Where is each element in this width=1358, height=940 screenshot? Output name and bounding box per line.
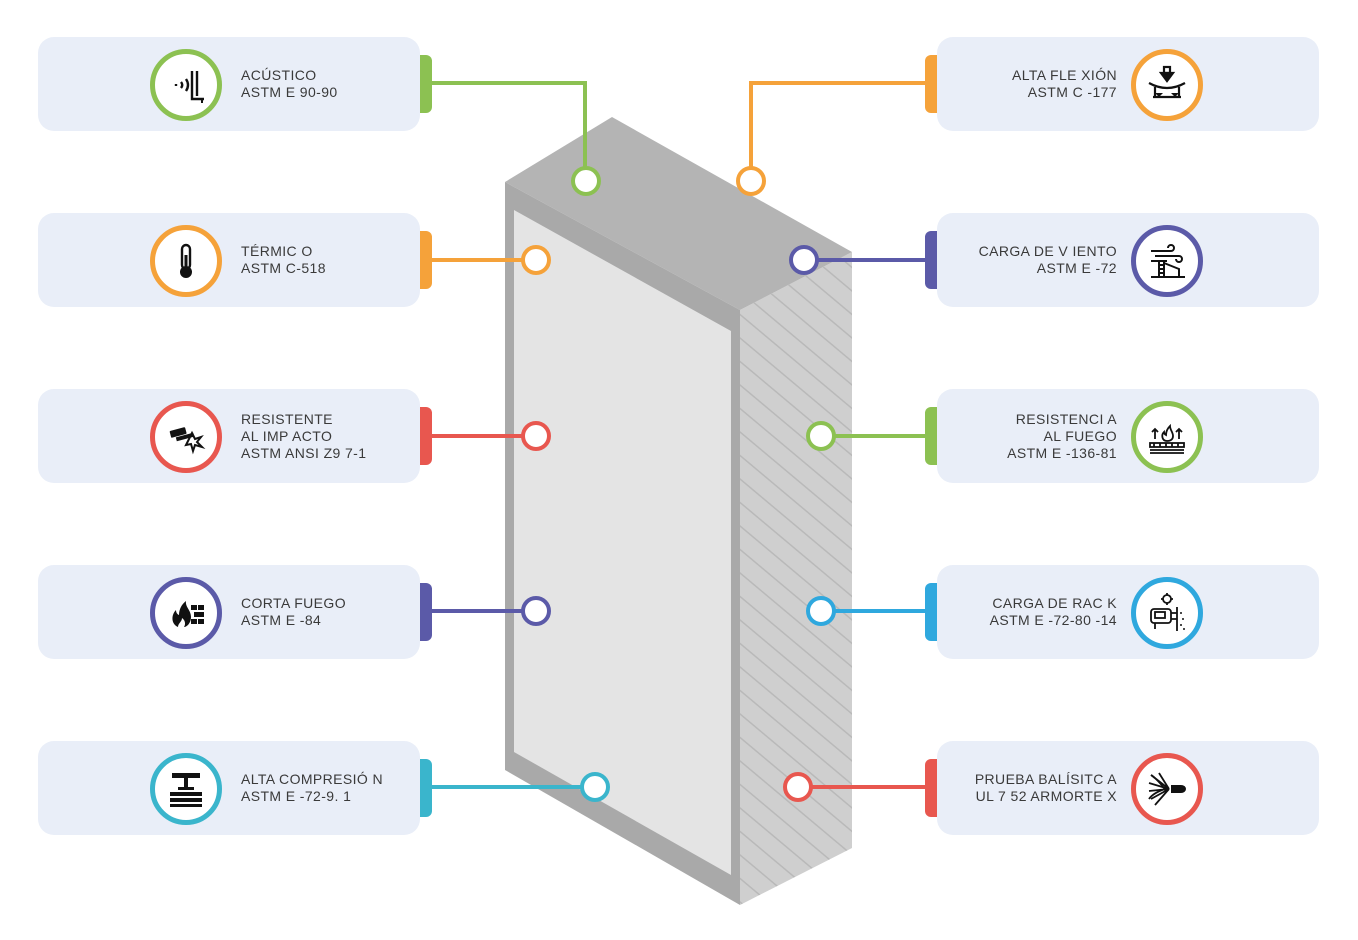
connector-rack: [806, 596, 925, 626]
card-label: TÉRMIC O ASTM C-518: [241, 213, 326, 307]
label-line: AL IMP ACTO: [241, 427, 333, 444]
label-line: RESISTENTE: [241, 410, 333, 427]
connector-cortafuego: [432, 596, 551, 626]
card-impacto: RESISTENTE AL IMP ACTO ASTM ANSI Z9 7-1: [38, 389, 432, 483]
label-line: ASTM E -136-81: [1007, 444, 1117, 461]
card-balistica: PRUEBA BALÍSITC A UL 7 52 ARMORTE X: [925, 741, 1319, 835]
label-line: CARGA DE RAC K: [992, 595, 1117, 611]
card-tab: [925, 231, 937, 289]
label-line: ASTM C-518: [241, 260, 326, 276]
connector-compresion: [432, 772, 610, 802]
card-label: ACÚSTICO ASTM E 90-90: [241, 37, 338, 131]
label-line: ALTA FLE XIÓN: [1011, 67, 1117, 83]
card-cortafuego: CORTA FUEGO ASTM E -84: [38, 565, 432, 659]
label-line: ASTM E -72: [1036, 260, 1117, 276]
card-tab: [420, 231, 432, 289]
fire-resistance-icon: [1131, 401, 1203, 473]
thermometer-icon: [150, 225, 222, 297]
card-label: CORTA FUEGO ASTM E -84: [241, 565, 346, 659]
label-line: RESISTENCI A: [1015, 410, 1117, 427]
connector-balistica: [783, 772, 925, 802]
card-acustico: ACÚSTICO ASTM E 90-90: [38, 37, 432, 131]
acoustic-icon: [150, 49, 222, 121]
card-label: CARGA DE V IENTO ASTM E -72: [979, 213, 1117, 307]
card-tab: [925, 759, 937, 817]
label-line: AL FUEGO: [1043, 427, 1117, 444]
label-line: ASTM E -84: [241, 612, 322, 628]
wind-icon: [1131, 225, 1203, 297]
rack-test-icon: [1131, 577, 1203, 649]
connector-viento: [789, 245, 925, 275]
card-fuego: RESISTENCI A AL FUEGO ASTM E -136-81: [925, 389, 1319, 483]
label-line: UL 7 52 ARMORTE X: [975, 788, 1117, 804]
connector-impacto: [432, 421, 551, 451]
card-rack: CARGA DE RAC K ASTM E -72-80 -14: [925, 565, 1319, 659]
panel-front-inner: [514, 210, 731, 875]
label-line: PRUEBA BALÍSITC A: [974, 771, 1117, 787]
panel-side-face: [740, 252, 852, 905]
fire-wall-icon: [150, 577, 222, 649]
panel-top-face: [505, 117, 852, 310]
ballistic-icon: [1131, 753, 1203, 825]
label-line: ASTM ANSI Z9 7-1: [241, 444, 367, 461]
connector-acustico: [432, 81, 601, 196]
card-compresion: ALTA COMPRESIÓ N ASTM E -72-9. 1: [38, 741, 432, 835]
hammer-impact-icon: [150, 401, 222, 473]
card-tab: [925, 583, 937, 641]
label-line: ACÚSTICO: [241, 67, 317, 83]
label-line: TÉRMIC O: [241, 243, 313, 259]
connector-fuego: [806, 421, 925, 451]
label-line: ASTM E 90-90: [241, 84, 338, 100]
label-line: ALTA COMPRESIÓ N: [241, 771, 384, 787]
card-label: PRUEBA BALÍSITC A UL 7 52 ARMORTE X: [975, 741, 1117, 835]
card-tab: [420, 759, 432, 817]
label-line: ASTM C -177: [1027, 84, 1117, 100]
label-line: ASTM E -72-9. 1: [241, 788, 352, 804]
card-tab: [925, 55, 937, 113]
label-line: ASTM E -72-80 -14: [989, 612, 1117, 628]
connector-flexion: [736, 81, 925, 196]
card-viento: CARGA DE V IENTO ASTM E -72: [925, 213, 1319, 307]
card-label: ALTA FLE XIÓN ASTM C -177: [1012, 37, 1117, 131]
card-tab: [420, 583, 432, 641]
card-label: CARGA DE RAC K ASTM E -72-80 -14: [990, 565, 1117, 659]
card-termico: TÉRMIC O ASTM C-518: [38, 213, 432, 307]
card-tab: [420, 55, 432, 113]
label-line: CORTA FUEGO: [241, 595, 347, 611]
card-label: RESISTENTE AL IMP ACTO ASTM ANSI Z9 7-1: [241, 389, 366, 483]
card-label: ALTA COMPRESIÓ N ASTM E -72-9. 1: [241, 741, 383, 835]
press-icon: [150, 753, 222, 825]
card-label: RESISTENCI A AL FUEGO ASTM E -136-81: [1007, 389, 1117, 483]
card-tab: [420, 407, 432, 465]
flexion-press-icon: [1131, 49, 1203, 121]
connector-termico: [432, 245, 551, 275]
label-line: CARGA DE V IENTO: [978, 243, 1117, 259]
card-tab: [925, 407, 937, 465]
card-flexion: ALTA FLE XIÓN ASTM C -177: [925, 37, 1319, 131]
